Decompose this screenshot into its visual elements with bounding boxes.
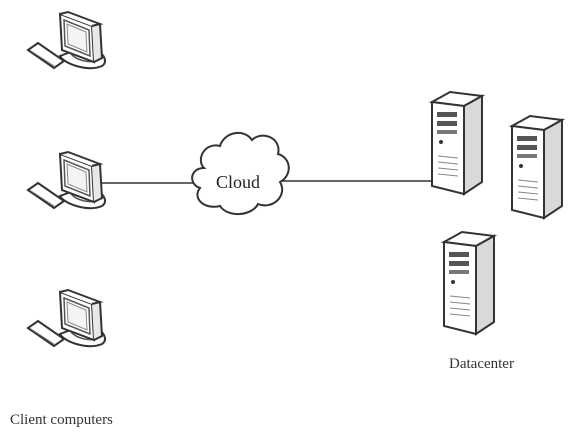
server-icon bbox=[431, 91, 483, 195]
client-computer-icon bbox=[27, 11, 106, 70]
cloud-label: Cloud bbox=[216, 172, 260, 192]
client-computers-label: Client computers bbox=[10, 412, 113, 428]
cloud-icon: Cloud bbox=[191, 131, 290, 215]
server-icon bbox=[443, 231, 495, 335]
server-icon bbox=[511, 115, 563, 219]
client-computer-icon bbox=[27, 151, 106, 210]
datacenter-label: Datacenter bbox=[449, 356, 514, 372]
client-computer-icon bbox=[27, 289, 106, 348]
